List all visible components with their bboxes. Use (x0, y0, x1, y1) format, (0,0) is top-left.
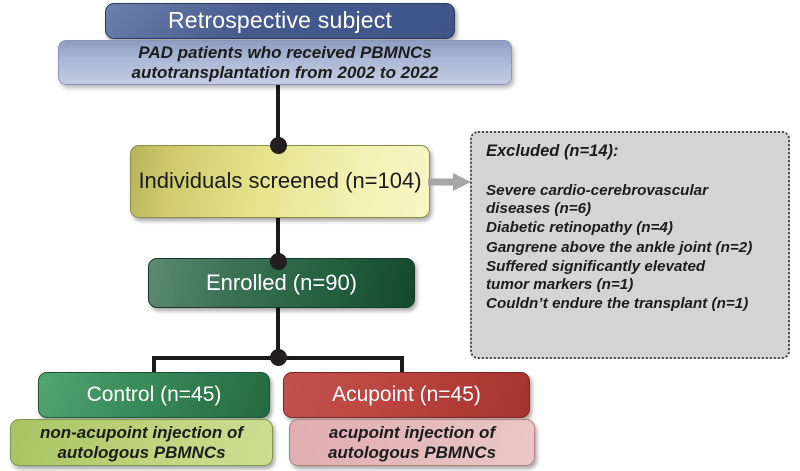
node-acupoint-arm-detail-label: acupoint injection of autologous PBMNCs (327, 423, 497, 462)
connector-screened-to-enrolled (276, 215, 280, 263)
list-item: Gangrene above the ankle joint (n=2) (486, 238, 753, 256)
list-item: Couldn’t endure the transplant (n=1) (486, 295, 749, 313)
arrow-screened-to-excluded (428, 173, 472, 191)
list-item: Severe cardio-cerebrovascular diseases (… (486, 181, 709, 218)
connector-branch-right-down (400, 356, 404, 374)
node-retrospective-subject-label: Retrospective subject (167, 7, 393, 34)
node-individuals-screened: Individuals screened (n=104) (130, 145, 430, 218)
junction-dot-enrolled-top (270, 253, 287, 270)
node-retrospective-subject: Retrospective subject (105, 3, 455, 39)
node-control-arm-detail-label: non-acupoint injection of autologous PBM… (39, 423, 244, 462)
connector-subtitle-to-screened (276, 85, 280, 147)
node-pad-patients-label: PAD patients who received PBMNCs autotra… (131, 43, 439, 82)
node-pad-patients: PAD patients who received PBMNCs autotra… (58, 40, 512, 85)
node-acupoint-arm-detail: acupoint injection of autologous PBMNCs (289, 419, 535, 466)
list-item: Suffered significantly elevated tumor ma… (486, 257, 706, 293)
node-control-arm: Control (n=45) (38, 372, 270, 418)
list-item: Diabetic retinopathy (n=4) (486, 219, 673, 237)
node-control-arm-detail: non-acupoint injection of autologous PBM… (10, 419, 273, 466)
panel-excluded-list: Severe cardio-cerebrovascular diseases (… (486, 182, 778, 314)
panel-excluded-title: Excluded (n=14): (486, 142, 619, 160)
connector-enrolled-down (276, 305, 280, 363)
arrow-right-icon (428, 173, 471, 191)
node-individuals-screened-label: Individuals screened (n=104) (138, 168, 422, 194)
node-control-arm-label: Control (n=45) (86, 383, 222, 407)
panel-excluded: Excluded (n=14): Severe cardio-cerebrova… (470, 131, 790, 359)
junction-dot-branch (270, 349, 287, 366)
node-acupoint-arm-label: Acupoint (n=45) (332, 383, 481, 407)
junction-dot-screened-top (270, 137, 287, 154)
node-enrolled-label: Enrolled (n=90) (205, 269, 358, 295)
node-acupoint-arm: Acupoint (n=45) (283, 372, 530, 418)
connector-branch-left-down (152, 356, 156, 374)
